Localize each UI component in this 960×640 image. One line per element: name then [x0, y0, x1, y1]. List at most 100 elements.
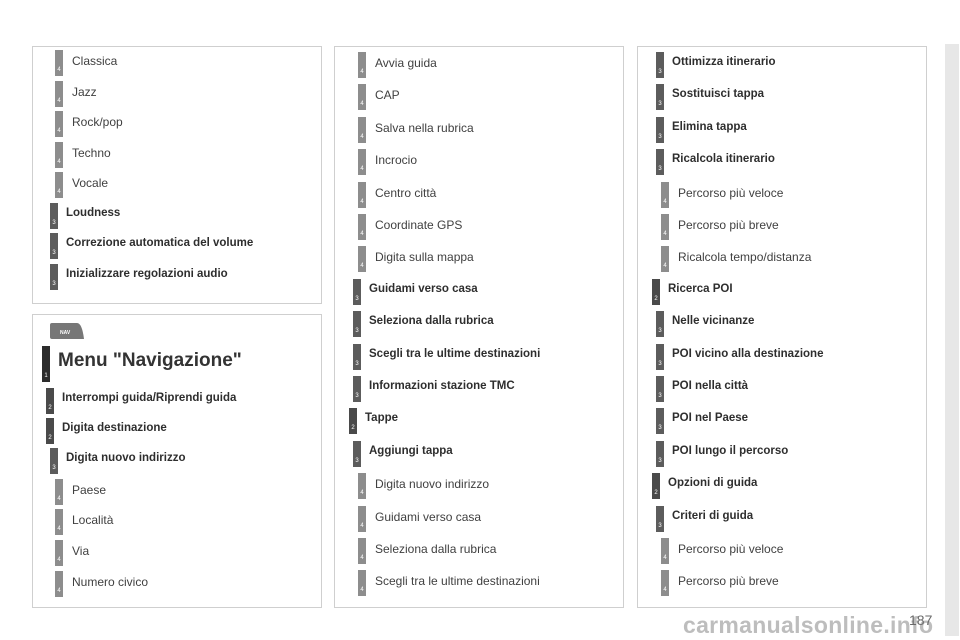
menu-item-label: Seleziona dalla rubrica — [369, 315, 494, 327]
level-badge: 4 — [358, 149, 366, 175]
menu-item-label: Opzioni di guida — [668, 477, 758, 489]
menu-item-label: Percorso più breve — [678, 218, 779, 232]
level-badge: 4 — [55, 111, 63, 137]
level-badge: 4 — [358, 246, 366, 272]
level-badge: 4 — [55, 571, 63, 597]
level-badge: 3 — [353, 311, 361, 337]
level-badge: 4 — [55, 142, 63, 168]
level-badge: 3 — [353, 279, 361, 305]
level-badge: 4 — [661, 182, 669, 208]
menu-item-label: Digita sulla mappa — [375, 250, 474, 264]
level-badge: 3 — [656, 441, 664, 467]
level-badge: 3 — [656, 149, 664, 175]
menu-item-label: Scegli tra le ultime destinazioni — [375, 574, 540, 588]
menu-item-label: Incrocio — [375, 153, 418, 167]
level-badge: 3 — [656, 311, 664, 337]
menu-item-label: Guidami verso casa — [375, 510, 482, 524]
level-badge: 4 — [358, 117, 366, 143]
scrollbar[interactable] — [945, 44, 959, 636]
level-badge: 4 — [55, 172, 63, 198]
level-badge: 4 — [358, 506, 366, 532]
level-badge: 4 — [358, 570, 366, 596]
level-badge: 4 — [55, 479, 63, 505]
level-badge: 3 — [50, 448, 58, 474]
level-badge: 2 — [46, 388, 54, 414]
menu-item-label: Digita destinazione — [62, 422, 167, 434]
level-badge: 4 — [661, 538, 669, 564]
level-badge: 4 — [358, 214, 366, 240]
menu-item-label: Centro città — [375, 186, 437, 200]
menu-item-label: Classica — [72, 54, 118, 68]
level-badge: 2 — [652, 279, 660, 305]
menu-item-label: POI nel Paese — [672, 412, 749, 424]
level-badge: 4 — [358, 538, 366, 564]
menu-item-label: Ottimizza itinerario — [672, 56, 776, 68]
menu-item-label: Digita nuovo indirizzo — [66, 452, 186, 464]
level-badge: 4 — [55, 509, 63, 535]
menu-item-label: Inizializzare regolazioni audio — [66, 268, 228, 280]
menu-item-label: Scegli tra le ultime destinazioni — [369, 348, 541, 360]
menu-item-label: Seleziona dalla rubrica — [375, 542, 497, 556]
menu-item-label: Aggiungi tappa — [369, 445, 453, 457]
level-badge: 1 — [42, 346, 50, 382]
menu-item-label: Jazz — [72, 85, 97, 99]
menu-item-label: Avvia guida — [375, 56, 437, 70]
navigation-menu-panel-right — [637, 46, 927, 608]
menu-item-label: Criteri di guida — [672, 510, 754, 522]
menu-item-label: Percorso più veloce — [678, 186, 784, 200]
menu-item-label: Loudness — [66, 207, 121, 219]
level-badge: 2 — [652, 473, 660, 499]
level-badge: 3 — [50, 203, 58, 229]
level-badge: 4 — [661, 214, 669, 240]
level-badge: 3 — [656, 117, 664, 143]
menu-item-label: POI vicino alla destinazione — [672, 348, 824, 360]
level-badge: 3 — [656, 344, 664, 370]
level-badge: 4 — [55, 50, 63, 76]
level-badge: 4 — [358, 473, 366, 499]
level-badge: 3 — [50, 233, 58, 259]
level-badge: 3 — [353, 344, 361, 370]
level-badge: 4 — [661, 246, 669, 272]
level-badge: 4 — [661, 570, 669, 596]
level-badge: 4 — [358, 182, 366, 208]
menu-item-label: Vocale — [72, 176, 109, 190]
menu-item-label: Coordinate GPS — [375, 218, 463, 232]
menu-item-label: Sostituisci tappa — [672, 88, 765, 100]
menu-item-label: Salva nella rubrica — [375, 121, 474, 135]
menu-item-label: Ricalcola tempo/distanza — [678, 250, 812, 264]
menu-item-label: POI nella città — [672, 380, 749, 392]
menu-item-label: Ricerca POI — [668, 283, 733, 295]
level-badge: 2 — [349, 408, 357, 434]
menu-item-label: Correzione automatica del volume — [66, 237, 254, 249]
menu-item-label: Nelle vicinanze — [672, 315, 755, 327]
level-badge: 4 — [358, 52, 366, 78]
menu-item-label: Guidami verso casa — [369, 283, 478, 295]
page-number: 187 — [909, 612, 933, 628]
menu-item-label: Interrompi guida/Riprendi guida — [62, 392, 237, 404]
level-badge: 4 — [358, 84, 366, 110]
audio-settings-panel — [32, 46, 322, 304]
menu-item-label: Digita nuovo indirizzo — [375, 477, 490, 491]
level-badge: 3 — [656, 408, 664, 434]
level-badge: 3 — [353, 376, 361, 402]
navigation-menu-panel-left — [32, 314, 322, 608]
menu-item-label: Paese — [72, 483, 107, 497]
menu-item-label: Tappe — [365, 412, 399, 424]
menu-item-label: Informazioni stazione TMC — [369, 380, 515, 392]
menu-item-label: Via — [72, 544, 90, 558]
level-badge: 2 — [46, 418, 54, 444]
menu-item-label: Elimina tappa — [672, 121, 747, 133]
menu-item-label: Percorso più veloce — [678, 542, 784, 556]
navigation-menu-panel-middle — [334, 46, 624, 608]
level-badge: 4 — [55, 540, 63, 566]
menu-item-label: Percorso più breve — [678, 574, 779, 588]
menu-item-label: POI lungo il percorso — [672, 445, 789, 457]
menu-item-label: Località — [72, 513, 114, 527]
nav-button-icon: NAV — [50, 323, 84, 339]
level-badge: 4 — [55, 81, 63, 107]
menu-item-label: Ricalcola itinerario — [672, 153, 775, 165]
watermark: carmanualsonline.info — [683, 612, 934, 638]
level-badge: 3 — [353, 441, 361, 467]
level-badge: 3 — [656, 506, 664, 532]
level-badge: 3 — [50, 264, 58, 290]
